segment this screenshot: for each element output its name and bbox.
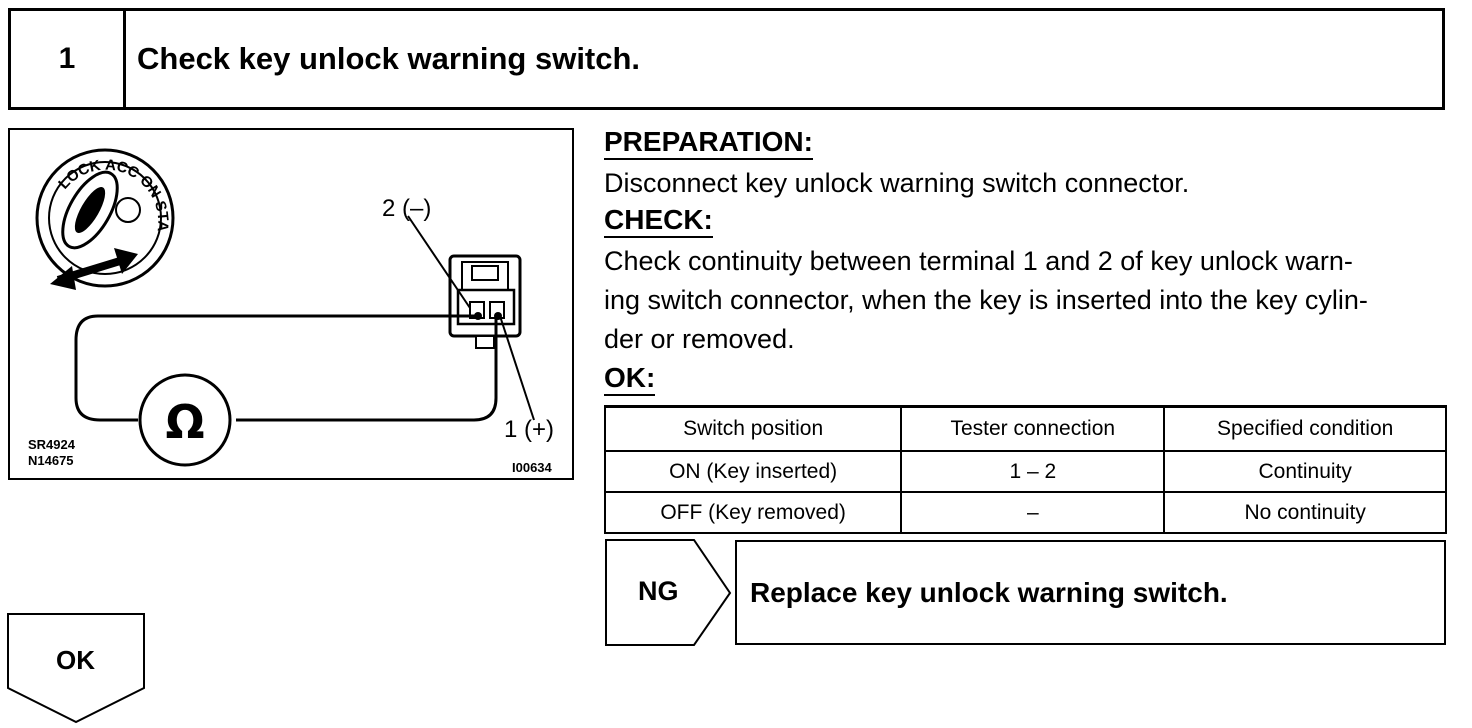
ohmmeter-icon: Ω: [138, 373, 232, 467]
ref-code: N14675: [28, 453, 74, 468]
step-title: Check key unlock warning switch.: [137, 41, 641, 76]
check-text: Check continuity between terminal 1 and …: [604, 242, 1444, 359]
preparation-heading: PREPARATION:: [604, 126, 813, 160]
ng-label: NG: [638, 576, 679, 606]
preparation-text: Disconnect key unlock warning switch con…: [604, 168, 1190, 198]
table-header: Switch position: [603, 405, 903, 452]
check-line: Check continuity between terminal 1 and …: [604, 246, 1353, 276]
ohm-symbol: Ω: [165, 395, 204, 449]
ok-heading: OK:: [604, 362, 656, 396]
table-header: Tester connection: [900, 405, 1166, 452]
connector-icon: [448, 254, 522, 349]
table-header-row: Switch position Tester connection Specif…: [603, 405, 1447, 452]
terminal-1-label: 1 (+): [504, 416, 555, 443]
table-cell: OFF (Key removed): [603, 491, 903, 534]
check-line: der or removed.: [604, 324, 795, 354]
table-cell: –: [900, 491, 1166, 534]
ref-code: SR4924: [28, 437, 75, 452]
step-header: 1 Check key unlock warning switch.: [8, 8, 1445, 110]
step-number: 1: [11, 11, 126, 107]
check-heading: CHECK:: [604, 204, 713, 238]
table-header: Specified condition: [1163, 405, 1447, 452]
table-cell: No continuity: [1163, 491, 1447, 534]
connector-diagram: LOCK ACC ON START Ω: [10, 130, 535, 467]
key-cylinder-icon: LOCK ACC ON START: [10, 130, 175, 290]
specification-table: Switch position Tester connection Specif…: [603, 405, 1447, 534]
ok-flow-label: OK: [56, 645, 95, 675]
ng-action-box: Replace key unlock warning switch.: [735, 540, 1446, 645]
table-cell: ON (Key inserted): [603, 450, 903, 493]
terminal-2-label: 2 (–): [382, 195, 432, 222]
table-cell: 1 – 2: [900, 450, 1166, 493]
figure-id: I00634: [512, 460, 552, 475]
table-row: OFF (Key removed) – No continuity: [603, 491, 1447, 534]
wiring-figure: LOCK ACC ON START Ω: [8, 128, 574, 480]
table-cell: Continuity: [1163, 450, 1447, 493]
ng-arrow-icon: [605, 539, 732, 646]
table-row: ON (Key inserted) 1 – 2 Continuity: [603, 450, 1447, 493]
ok-arrow-icon: [7, 613, 145, 724]
check-line: ing switch connector, when the key is in…: [604, 285, 1368, 315]
